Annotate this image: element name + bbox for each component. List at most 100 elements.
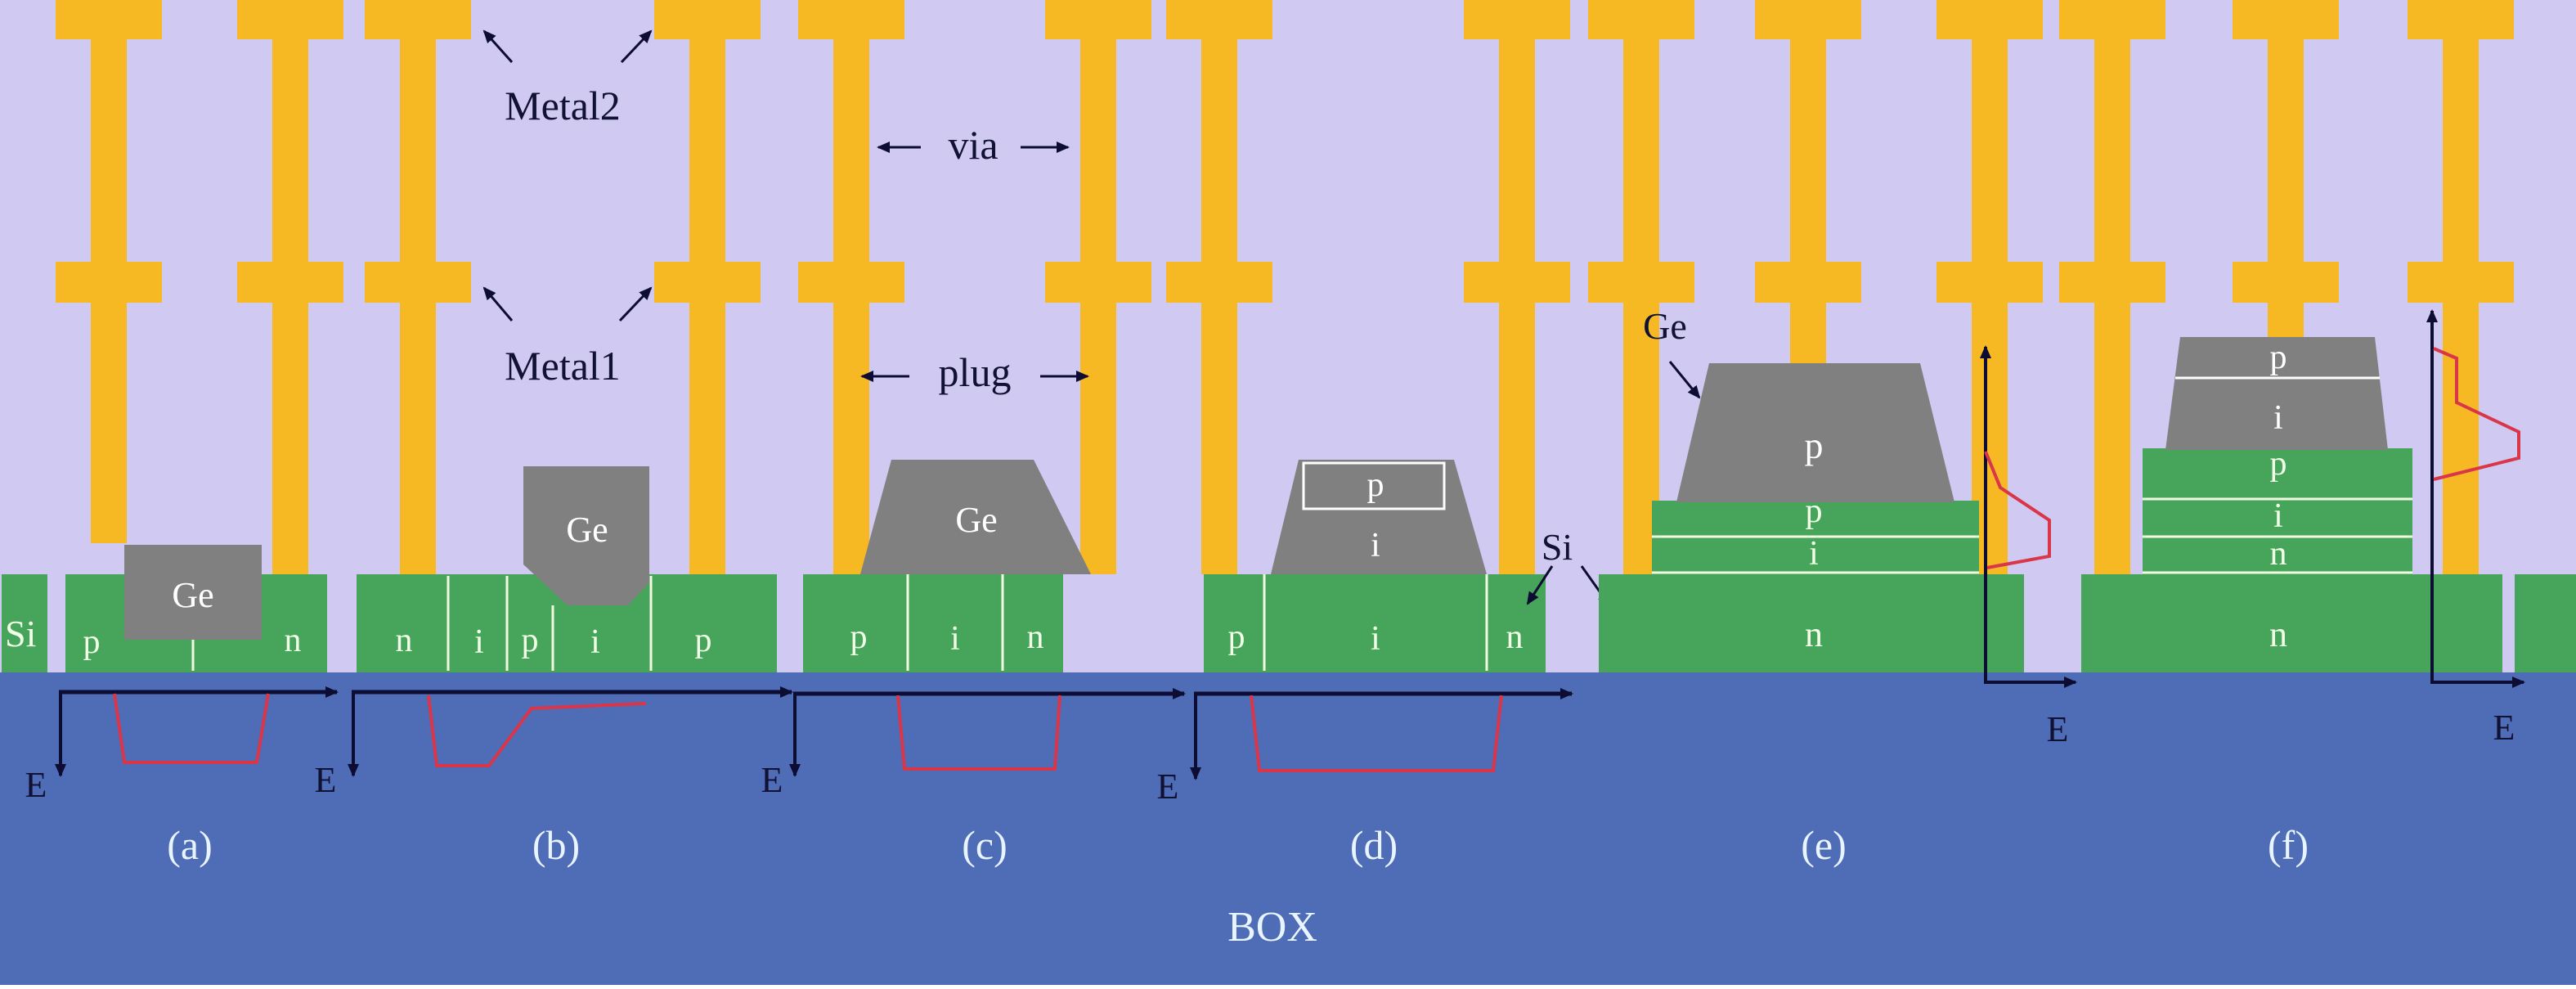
via <box>1623 38 1659 263</box>
si-stub-right <box>2515 574 2576 672</box>
si-doping-label: n <box>1506 618 1524 656</box>
plug <box>400 301 436 574</box>
metal1-pad <box>2233 262 2339 303</box>
ge-layer-label: i <box>1371 527 1380 564</box>
metal1-pad <box>237 262 343 303</box>
plug <box>833 301 869 574</box>
plug <box>2094 301 2130 574</box>
stack-layer-label: p <box>1806 492 1823 530</box>
si-base-label: n <box>2269 614 2287 654</box>
band-profile <box>896 695 1061 771</box>
energy-axis-label: E <box>761 760 783 800</box>
si-doping-label: p <box>695 622 712 659</box>
ge-layer-label: i <box>2273 399 2283 437</box>
metal1-pad <box>1464 262 1570 303</box>
si-doping-label: i <box>1371 620 1380 658</box>
metal2-pad <box>365 0 471 39</box>
plug <box>1080 301 1116 574</box>
metal2-pad <box>2233 0 2339 39</box>
panel-caption-c: (c) <box>962 822 1008 868</box>
panel-a: Si Ge p n <box>2 545 327 672</box>
via <box>91 38 127 263</box>
via <box>689 38 725 263</box>
plug <box>2443 301 2479 574</box>
metal2-pad <box>2059 0 2165 39</box>
si-doping-label: i <box>474 623 484 661</box>
metal2-label: Metal2 <box>505 83 621 128</box>
metal2-pad <box>1464 0 1570 39</box>
si-label-left: Si <box>5 613 36 654</box>
via <box>2443 38 2479 263</box>
panel-caption-d: (d) <box>1350 822 1398 868</box>
via <box>833 38 869 263</box>
panel-e: p p i n Ge <box>1599 305 2024 672</box>
si-annotation-arrow <box>1526 565 1554 605</box>
ge-layer-label: p <box>1367 466 1384 504</box>
metal1-pad <box>1045 262 1151 303</box>
plug <box>1201 301 1237 574</box>
plug <box>2268 301 2304 337</box>
ge-block-b <box>523 466 649 605</box>
si-doping-label: p <box>1228 618 1245 656</box>
energy-axis-label: E <box>315 760 337 800</box>
via <box>272 38 308 263</box>
si-doping-label: n <box>285 622 302 659</box>
energy-axis-label: E <box>2047 709 2069 749</box>
panel-d: p i p i n Si <box>1204 460 1611 672</box>
metal1-pad <box>1755 262 1861 303</box>
si-doping-label: n <box>1027 618 1044 656</box>
si-stack-layer <box>1652 538 1979 574</box>
si-doping-label: p <box>522 622 539 659</box>
metal2-pad <box>2408 0 2514 39</box>
si-region-d <box>1204 574 1546 672</box>
ge-label-a: Ge <box>172 575 213 615</box>
ge-block-f <box>2165 337 2388 450</box>
metal1-pad <box>2408 262 2514 303</box>
metal2-arrow-left <box>482 29 514 64</box>
si-stack-layer <box>1652 501 1979 538</box>
stack-layer-label: i <box>1809 535 1819 573</box>
metal1-pad <box>1166 262 1272 303</box>
panel-caption-a: (a) <box>167 822 213 868</box>
via <box>2094 38 2130 263</box>
band-profile <box>1250 695 1503 772</box>
metal1-pad <box>1936 262 2043 303</box>
plug <box>91 301 127 543</box>
via-label: via <box>948 122 998 168</box>
energy-axis-label: E <box>2493 708 2515 748</box>
metal2-pad <box>1588 0 1694 39</box>
band-profile <box>113 693 270 764</box>
metal-interconnects <box>56 0 2514 574</box>
si-stub-left <box>2 574 47 672</box>
si-region-c <box>803 574 1063 672</box>
band-profile <box>427 695 647 767</box>
si-base-f <box>2081 574 2502 672</box>
via <box>1201 38 1237 263</box>
panel-caption-b: (b) <box>532 822 580 868</box>
stack-layer-label: n <box>2270 535 2287 573</box>
metal1-pad <box>2059 262 2165 303</box>
via <box>1972 38 2008 263</box>
si-stack-layer <box>2143 448 2412 574</box>
box-label: BOX <box>1227 904 1317 951</box>
energy-axis-label: E <box>25 765 47 805</box>
metal2-pad <box>1936 0 2043 39</box>
via <box>1499 38 1535 263</box>
band-profile <box>1984 451 2051 569</box>
si-doping-label: i <box>950 620 960 658</box>
buried-oxide-layer <box>0 672 2576 985</box>
metal2-pad <box>237 0 343 39</box>
plug <box>689 301 725 574</box>
ge-block-d <box>1271 460 1487 574</box>
metal1-arrow-right <box>618 286 653 322</box>
metal1-pad <box>654 262 761 303</box>
ge-annotation-arrow <box>1668 361 1701 399</box>
via <box>1790 38 1826 263</box>
ge-layer-label: p <box>1805 425 1824 466</box>
metal2-pad <box>1045 0 1151 39</box>
ge-label-b: Ge <box>566 510 608 550</box>
metal2-pad <box>1755 0 1861 39</box>
si-base-label: n <box>1805 614 1823 654</box>
metal2-pad <box>1166 0 1272 39</box>
ge-p-layer-box <box>1302 461 1446 510</box>
